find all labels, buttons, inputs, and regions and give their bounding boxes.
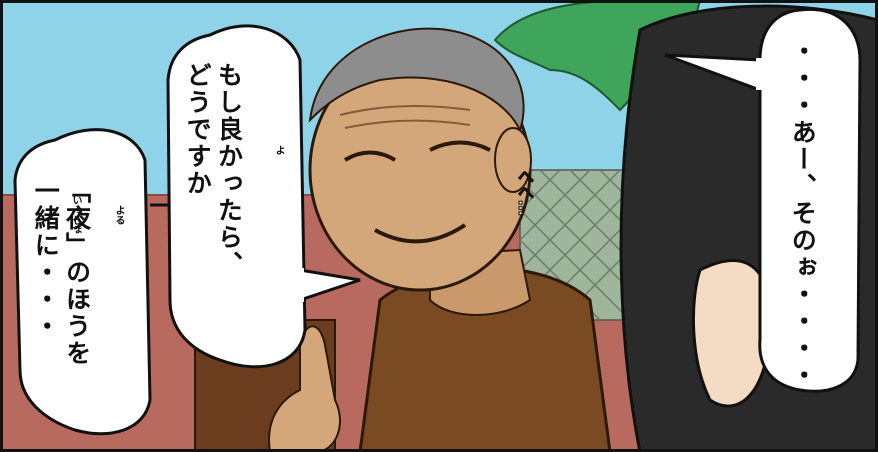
furigana-yo: よ xyxy=(273,145,284,155)
invite-dialogue: 「夜」のほうを 一緒に・・・ xyxy=(31,178,92,367)
offer-dialogue: もし良かったら、 どうですか xyxy=(183,62,244,278)
chuckle-sfx: へへ… xyxy=(515,168,535,217)
furigana-issho: いっしょ xyxy=(70,195,81,235)
furigana-yoru: よる xyxy=(113,205,124,225)
invite-bubble xyxy=(13,128,152,436)
old-man-hair xyxy=(308,27,525,133)
woman-ear xyxy=(691,259,772,408)
old-man-hand xyxy=(268,325,341,452)
offer-bubble xyxy=(166,24,307,369)
hesitation-bubble xyxy=(758,7,862,393)
hesitation-dialogue: ・・・あー、そのぉ・・・・ xyxy=(788,38,818,389)
